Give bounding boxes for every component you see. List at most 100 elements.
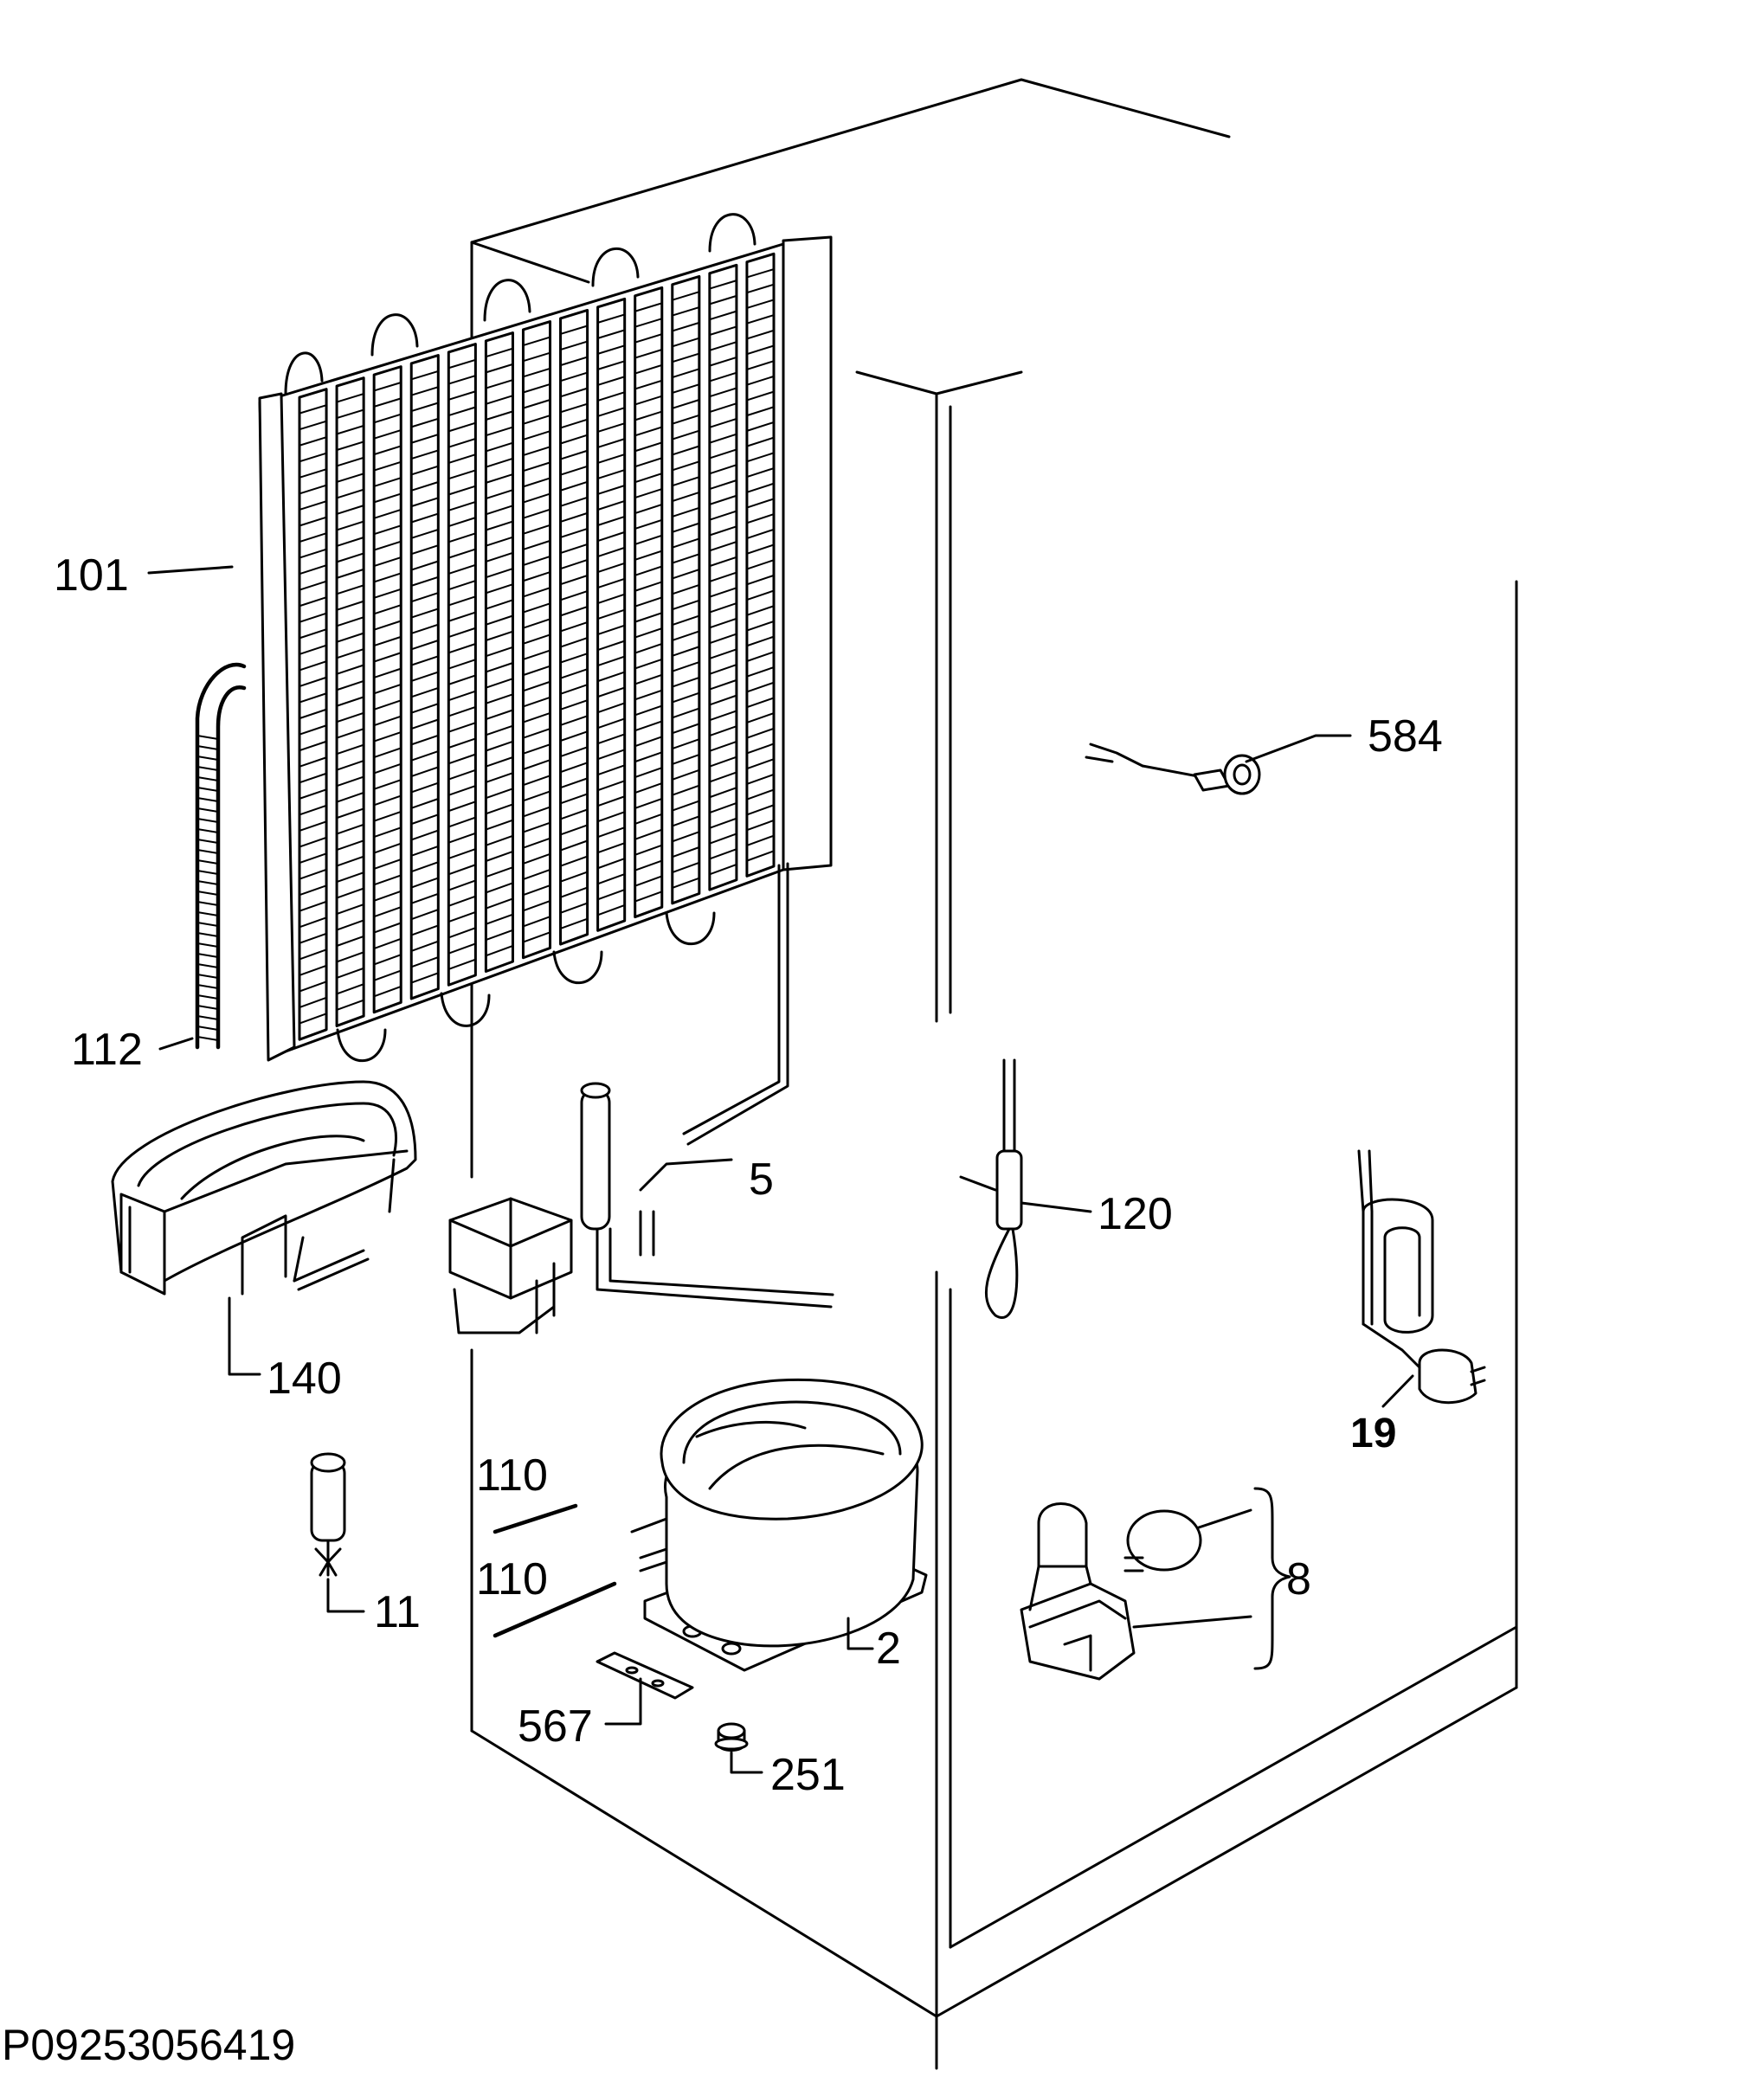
condenser-fin-hatch — [299, 452, 328, 463]
condenser-fin-hatch — [596, 717, 626, 730]
condenser-fin-hatch — [447, 705, 477, 717]
condenser-fin-hatch — [336, 584, 365, 595]
condenser-fin-hatch — [634, 395, 663, 406]
condenser-fin-hatch — [634, 363, 663, 375]
condenser-fin-hatch — [336, 728, 365, 739]
condenser-fin-hatch — [336, 568, 365, 579]
condenser-fin-hatch — [634, 797, 663, 809]
condenser-fin-hatch — [336, 440, 365, 451]
condenser-fin-hatch — [745, 773, 775, 785]
condenser-fin-hatch — [634, 550, 663, 561]
condenser-fin — [634, 286, 664, 919]
hose-rib — [196, 953, 219, 958]
callout-tube-upper: 110 — [476, 1450, 548, 1501]
condenser-fin-hatch — [485, 709, 514, 721]
condenser-fin-hatch — [410, 655, 440, 666]
condenser-fin-hatch — [671, 800, 700, 812]
condenser-fin — [596, 297, 627, 932]
condenser-fin-hatch — [671, 460, 700, 472]
condenser-fin-hatch — [596, 376, 626, 386]
condenser-fin-hatch — [485, 678, 514, 689]
condenser-fin-hatch — [485, 740, 514, 752]
condenser-fin-hatch — [373, 810, 402, 822]
condenser-fin-hatch — [410, 703, 440, 714]
condenser-fin-hatch — [596, 546, 626, 558]
condenser-fin-hatch — [373, 874, 402, 886]
condenser-fin-hatch — [596, 499, 626, 511]
condenser-fin-hatch — [299, 964, 328, 976]
condenser-fin-hatch — [559, 574, 589, 586]
condenser-fin-hatch — [745, 651, 775, 662]
condenser-fin-hatch — [410, 560, 440, 571]
condenser-fin-hatch — [299, 580, 328, 591]
condenser-fin-hatch — [373, 540, 402, 551]
condenser-fin-hatch — [634, 736, 663, 748]
condenser-fin-hatch — [336, 903, 365, 916]
condenser-fin-hatch — [410, 528, 440, 539]
hose-rib — [196, 963, 219, 968]
hose-rib — [196, 1005, 219, 1010]
condenser-fin-hatch — [708, 294, 737, 305]
condenser-fin-hatch — [299, 900, 328, 912]
condenser-fin-hatch — [596, 842, 626, 854]
condenser-fin-hatch — [410, 972, 440, 984]
condenser-fin-hatch — [596, 858, 626, 870]
condenser-fin-hatch — [447, 785, 477, 796]
condenser-fin-hatch — [671, 768, 700, 781]
condenser-fin-hatch — [336, 488, 365, 499]
condenser-fin-hatch — [708, 356, 737, 367]
condenser-fin-hatch — [596, 453, 626, 464]
condenser-fin-hatch — [447, 485, 477, 496]
condenser-fin-hatch — [671, 291, 700, 301]
condenser-fin-hatch — [559, 855, 589, 867]
condenser-fin-hatch — [410, 718, 440, 730]
condenser-fin-hatch — [447, 722, 477, 733]
condenser-fin-hatch — [671, 846, 700, 858]
condenser-fin-hatch — [485, 457, 514, 468]
condenser-fin-hatch — [336, 520, 365, 531]
condenser-fin-hatch — [299, 692, 328, 704]
drain-hose — [195, 662, 247, 1050]
condenser-fin-hatch — [708, 541, 737, 552]
condenser-fin-hatch — [373, 699, 402, 711]
condenser-fin-hatch — [299, 644, 328, 655]
hose-rib — [196, 797, 219, 802]
condenser-fin-hatch — [559, 715, 589, 726]
condenser-fin-hatch — [634, 534, 663, 545]
condenser-fin-hatch — [410, 924, 440, 936]
condenser-fin-hatch — [447, 375, 477, 385]
condenser-fin-hatch — [559, 621, 589, 633]
condenser-fin-hatch — [336, 648, 365, 659]
condenser-fin-hatch — [745, 360, 775, 370]
condenser-fin-hatch — [373, 397, 402, 408]
condenser-fin-hatch — [559, 527, 589, 538]
condenser-fin-hatch — [708, 325, 737, 336]
condenser-fin-hatch — [745, 712, 775, 723]
condenser-fin-hatch — [522, 430, 551, 440]
condenser-fin-hatch — [410, 623, 440, 634]
condenser-fin-hatch — [373, 492, 402, 504]
condenser-fin-hatch — [373, 477, 402, 487]
condenser-fin-hatch — [522, 728, 551, 739]
hose-rib — [196, 818, 219, 823]
condenser-fin-hatch — [410, 940, 440, 952]
condenser-fin-hatch — [522, 931, 551, 943]
condenser-fin-hatch — [336, 600, 365, 611]
condenser-fin-hatch — [299, 660, 328, 672]
condenser-fin-hatch — [559, 449, 589, 460]
condenser-fin-hatch — [485, 693, 514, 704]
condenser-fin-hatch — [708, 801, 737, 814]
condenser-fin-hatch — [671, 599, 700, 611]
condenser-fin-hatch — [559, 558, 589, 570]
condenser-fin — [484, 331, 514, 973]
condenser-fin-hatch — [708, 817, 737, 829]
condenser-fin-hatch — [596, 484, 626, 495]
callout-thermostat-probe: 120 — [1098, 1189, 1173, 1239]
condenser-fin-hatch — [336, 951, 365, 963]
condenser-fin-hatch — [596, 889, 626, 901]
condenser-fin-hatch — [596, 422, 626, 433]
condenser-fin-hatch — [522, 633, 551, 645]
condenser-fin-hatch — [708, 602, 737, 614]
callout-condenser: 101 — [54, 550, 129, 601]
condenser-fin-hatch — [596, 391, 626, 402]
